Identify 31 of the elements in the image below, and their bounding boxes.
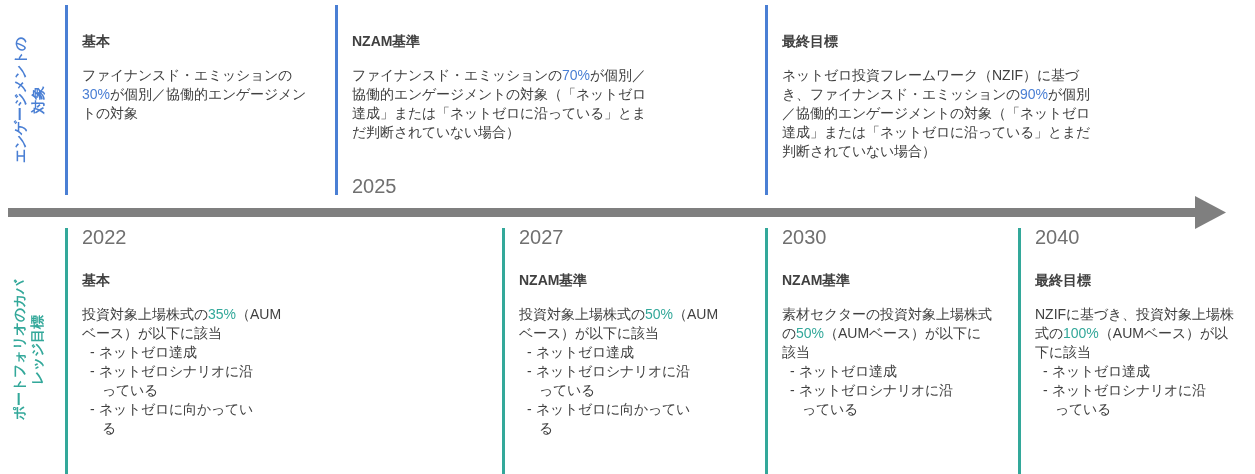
year-label: 2025 [352,175,397,197]
bullet-item: - ネットゼロに向かっている [527,400,691,438]
milestone-description: ネットゼロ投資フレームワーク（NZIF）に基づき、ファイナンスド・エミッションの90%が個別／協働的エンゲージメントの対象（「ネットゼロ達成」または「ネットゼロに沿っている」とまだ判断されていない場合） [782,66,1092,161]
milestone-heading: NZAM基準 [519,271,588,290]
milestone-description: 素材セクターの投資対象上場株式の50%（AUMベース）が以下に該当 [782,305,993,362]
milestone-heading: 基本 [82,32,110,51]
milestone-description: 投資対象上場株式の35%（AUMベース）が以下に該当 [82,305,282,343]
milestone-description: 投資対象上場株式の50%（AUMベース）が以下に該当 [519,305,719,343]
milestone-heading: 最終目標 [782,32,838,51]
bullet-item: - ネットゼロ達成 [790,362,898,381]
bullet-item: - ネットゼロに向かっている [90,400,254,438]
row-heading: エンゲージメントの対象 [10,36,46,165]
milestone-heading: 最終目標 [1035,271,1091,290]
year-label: 2022 [82,226,127,248]
bullet-item: - ネットゼロ達成 [90,343,198,362]
milestone-heading: NZAM基準 [782,271,851,290]
bullet-item: - ネットゼロシナリオに沿っている [1043,381,1207,419]
bullet-item: - ネットゼロ達成 [527,343,635,362]
year-label: 2030 [782,226,827,248]
year-label: 2027 [519,226,564,248]
bullet-item: - ネットゼロ達成 [1043,362,1151,381]
year-label: 2040 [1035,226,1080,248]
milestone-description: ファイナンスド・エミッションの30%が個別／協働的エンゲージメントの対象 [82,66,308,123]
row-heading: ポートフォリオのカバレッジ目標 [10,278,46,422]
milestone-description: NZIFに基づき、投資対象上場株式の100%（AUMベース）が以下に該当 [1035,305,1236,362]
bullet-item: - ネットゼロシナリオに沿っている [527,362,691,400]
milestone-heading: NZAM基準 [352,32,421,51]
bullet-item: - ネットゼロシナリオに沿っている [90,362,254,400]
bullet-item: - ネットゼロシナリオに沿っている [790,381,954,419]
milestone-heading: 基本 [82,271,110,290]
milestone-description: ファイナンスド・エミッションの70%が個別／協働的エンゲージメントの対象（「ネットゼロ達成」または「ネットゼロに沿っている」とまだ判断されていない場合） [352,66,648,142]
